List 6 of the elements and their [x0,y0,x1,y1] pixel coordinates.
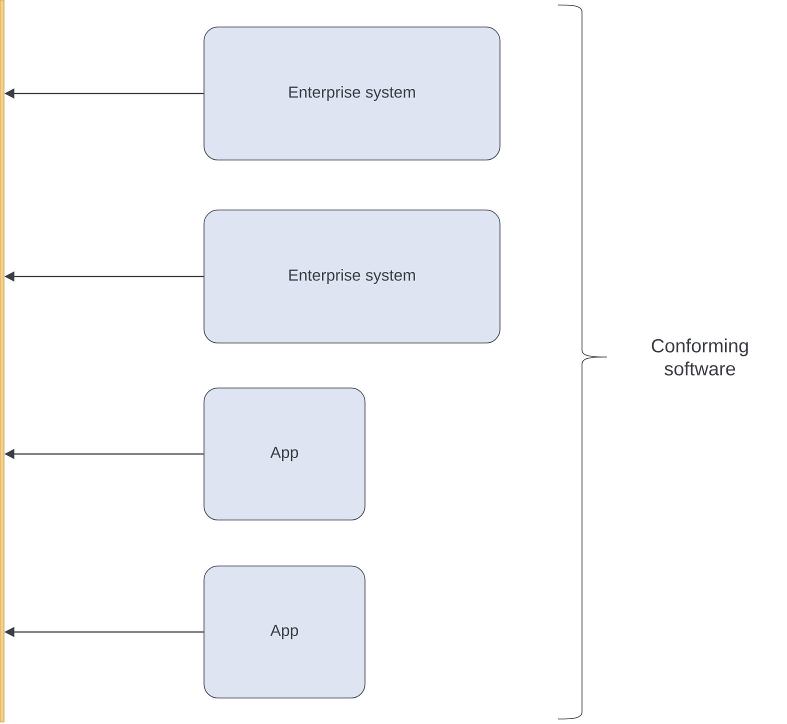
process-box: Enterprise system [204,26,500,160]
process-box: App [204,566,366,698]
brace-label: Conforming software [652,338,748,376]
process-box: Enterprise system [204,210,500,344]
process-box: App [204,388,366,520]
side-bar [0,0,4,722]
